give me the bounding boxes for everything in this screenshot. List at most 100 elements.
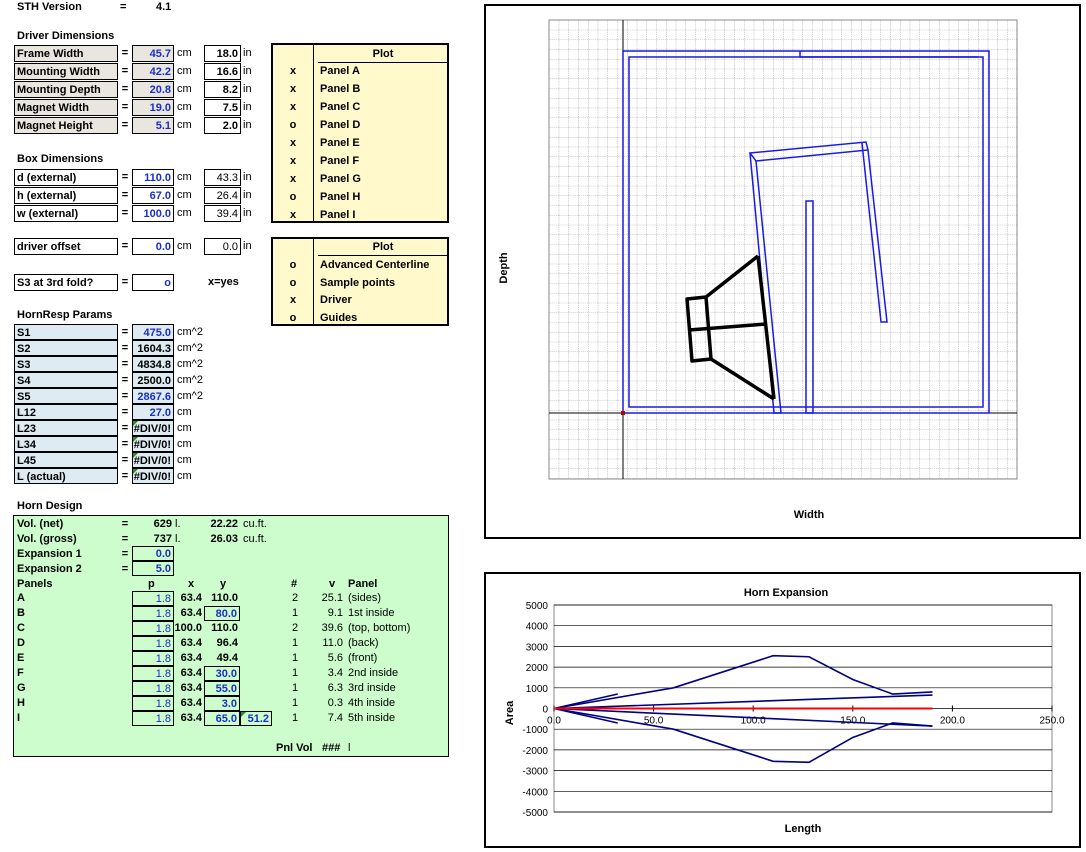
driver-row-cm-input[interactable]: 5.1: [132, 117, 174, 134]
box-row-cm-unit: cm: [177, 171, 192, 183]
hornresp-row-unit: cm^2: [177, 374, 203, 386]
driver-row-in-unit: in: [243, 119, 252, 131]
panel-row-x: 63.4: [180, 712, 202, 724]
plot-panel-label: Panel B: [320, 83, 361, 95]
plot-toggle[interactable]: o: [289, 191, 297, 203]
plot-toggle[interactable]: o: [289, 259, 297, 271]
hornresp-row-value[interactable]: 2867.6: [132, 388, 174, 404]
driver-row-label: Magnet Height: [14, 117, 118, 134]
panel-row-y-input[interactable]: 80.0: [204, 606, 240, 621]
plot-toggle[interactable]: x: [289, 173, 297, 185]
hornresp-row-unit: cm: [177, 438, 192, 450]
box-row-in-unit: in: [243, 171, 252, 183]
driver-row-cm-input[interactable]: 45.7: [132, 45, 174, 62]
driver-row-in-value: 7.5: [204, 99, 241, 116]
panel-h: [861, 142, 888, 323]
panel-row-p-input[interactable]: 1.8: [132, 711, 174, 726]
plot-toggle[interactable]: x: [289, 209, 297, 221]
plot-toggle[interactable]: x: [289, 294, 297, 306]
driver-row-cm-input[interactable]: 42.2: [132, 63, 174, 80]
driver-row-cm-unit: cm: [177, 83, 192, 95]
vol-net-cuft-unit: cu.ft.: [243, 518, 267, 530]
driver-row-label: Magnet Width: [14, 99, 118, 116]
hornresp-row-eq: =: [121, 406, 129, 418]
panel-row-name: B: [17, 607, 25, 619]
panel-row-p-input[interactable]: 1.8: [132, 591, 174, 606]
expansion-1-input[interactable]: 0.0: [132, 546, 174, 561]
panel-row-p-input[interactable]: 1.8: [132, 651, 174, 666]
plot-toggle[interactable]: x: [289, 83, 297, 95]
expansion-ylabel: Area: [504, 700, 516, 725]
panel-row-name: C: [17, 622, 25, 634]
hornresp-row-value: #DIV/0!: [132, 420, 174, 436]
panel-row-desc: (sides): [348, 592, 382, 604]
driver-row-cm-input[interactable]: 20.8: [132, 81, 174, 98]
hornresp-row-value[interactable]: 27.0: [132, 404, 174, 420]
driver-offset-cm-input[interactable]: 0.0: [132, 238, 174, 255]
plot-toggle[interactable]: o: [289, 276, 297, 289]
hornresp-row-label: L12: [14, 404, 118, 420]
horn-design-panel: [13, 515, 449, 757]
panel-row-p-input[interactable]: 1.8: [132, 681, 174, 696]
panel-row-y-input[interactable]: 30.0: [204, 666, 240, 681]
panel-row-x: 63.4: [180, 652, 202, 664]
panel-row-y: 110.0: [211, 592, 238, 604]
expansion-y-ticks: 500040003000200010000-1000-2000-3000-400…: [522, 601, 548, 819]
layout-driver: [685, 254, 776, 401]
driver-row-cm-unit: cm: [177, 119, 192, 131]
plot-toggle[interactable]: x: [289, 155, 297, 167]
expansion-2-input[interactable]: 5.0: [132, 561, 174, 576]
layout-chart-frame[interactable]: Width Depth: [484, 4, 1081, 539]
plot-toggle[interactable]: x: [289, 101, 297, 113]
hornresp-row-value[interactable]: 475.0: [132, 324, 174, 340]
hornresp-row-label: L23: [14, 420, 118, 436]
expansion-2-label: Expansion 2: [17, 563, 82, 575]
panel-row-y-input[interactable]: 65.0: [204, 711, 240, 726]
panel-row-desc: (front): [348, 652, 378, 664]
layout-ylabel: Depth: [498, 252, 510, 283]
hornresp-title: HornResp Params: [17, 309, 113, 321]
plot-toggle[interactable]: x: [289, 65, 297, 77]
plot-toggle[interactable]: o: [289, 311, 297, 324]
panel-row-x: 63.4: [180, 667, 202, 679]
panel-row-p-input[interactable]: 1.8: [132, 636, 174, 651]
panel-row-y-input[interactable]: 55.0: [204, 681, 240, 696]
y-tick-label: -1000: [522, 725, 548, 736]
hornresp-row-eq: =: [121, 438, 129, 450]
plot-panel-label: Panel E: [320, 137, 360, 149]
box-row-cm-unit: cm: [177, 189, 192, 201]
plot-toggle[interactable]: x: [289, 137, 297, 149]
panel-row-v: 3.4: [327, 667, 343, 679]
hornresp-row-value: 2500.0: [132, 372, 174, 388]
panel-row-p-input[interactable]: 1.8: [132, 696, 174, 711]
box-row-eq: =: [121, 189, 129, 201]
plot-extra-label: Sample points: [320, 276, 396, 289]
driver-row-cm-input[interactable]: 19.0: [132, 99, 174, 116]
driver-offset-eq: =: [121, 240, 129, 252]
panel-row-y-input[interactable]: 3.0: [204, 696, 240, 711]
plot-panels-title: Plot: [318, 45, 448, 63]
panel-row-count: 1: [292, 697, 299, 709]
box-row-cm-input[interactable]: 110.0: [132, 169, 174, 186]
hornresp-row-label: S3: [14, 356, 118, 372]
driver-row-in-value: 8.2: [204, 81, 241, 98]
panel-row-name: D: [17, 637, 25, 649]
panel-row-p-input[interactable]: 1.8: [132, 621, 174, 636]
panel-row-extra-input[interactable]: 51.2: [240, 711, 272, 726]
s3-fold-input[interactable]: o: [132, 274, 174, 291]
plot-toggle[interactable]: o: [289, 119, 297, 131]
expansion-1-label: Expansion 1: [17, 548, 82, 560]
panel-row-p-input[interactable]: 1.8: [132, 606, 174, 621]
driver-row-in-unit: in: [243, 47, 252, 59]
expansion-xlabel: Length: [785, 823, 822, 835]
hornresp-row-eq: =: [121, 470, 129, 482]
box-row-in-value: 43.3: [204, 169, 241, 186]
box-row-cm-input[interactable]: 67.0: [132, 187, 174, 204]
count-header: #: [291, 578, 298, 590]
panel-row-p-input[interactable]: 1.8: [132, 666, 174, 681]
driver-offset-cm-unit: cm: [177, 240, 192, 252]
version-eq: =: [120, 1, 127, 13]
panel-row-x: 63.4: [180, 607, 202, 619]
box-row-cm-input[interactable]: 100.0: [132, 205, 174, 222]
